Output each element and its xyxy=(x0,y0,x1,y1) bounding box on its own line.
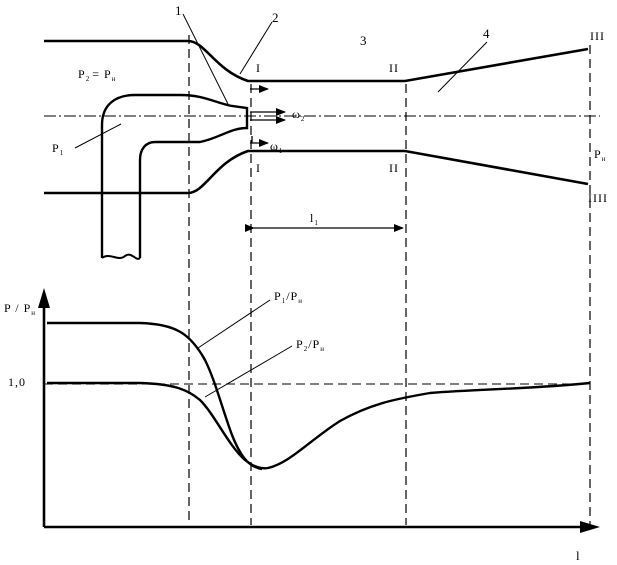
y-axis-arrowhead xyxy=(38,288,50,308)
pressure-curves xyxy=(47,321,591,471)
label-omega1: ω1 xyxy=(270,139,283,155)
section-lines xyxy=(188,35,591,525)
upper-wall xyxy=(44,39,589,83)
y-axis-label: P / Pн xyxy=(4,301,36,317)
label-4: 4 xyxy=(483,26,491,41)
section-II-top: II xyxy=(389,61,399,75)
curve-p1-pn xyxy=(47,321,263,471)
graph-axes xyxy=(42,298,592,529)
section-I-top: I xyxy=(256,61,261,75)
label-unity: 1,0 xyxy=(8,375,26,389)
text-labels: 1 2 3 4 I I II II III IIII P2= Pн P1 Pн … xyxy=(4,3,608,563)
nozzle-pipe xyxy=(100,93,249,260)
x-axis-arrowhead xyxy=(580,521,600,533)
flow-arrows xyxy=(250,85,286,147)
label-3: 3 xyxy=(360,33,368,48)
lower-wall xyxy=(44,149,589,195)
label-curve-p2-pn: P2/Pн xyxy=(296,337,325,353)
section-III-bottom: IIII xyxy=(588,191,608,205)
pipe-bottom-break xyxy=(101,253,141,260)
section-I-bottom: I xyxy=(256,161,261,175)
channel-walls xyxy=(44,39,589,195)
label-curve-p1-pn: P1/Pн xyxy=(274,289,303,305)
curve-p2-pn xyxy=(47,381,591,470)
leader-lines xyxy=(74,13,488,149)
section-III-top: III xyxy=(590,29,605,43)
section-II-bottom: II xyxy=(389,161,399,175)
label-l1: l1 xyxy=(310,211,319,227)
curve-leaders xyxy=(197,299,293,398)
label-p2-eq-pn: P2= Pн xyxy=(78,67,116,83)
x-axis-label: l xyxy=(576,548,581,563)
label-p1: P1 xyxy=(52,141,64,157)
label-1: 1 xyxy=(175,3,183,18)
label-2: 2 xyxy=(272,10,280,25)
label-pn-right: Pн xyxy=(594,147,606,163)
label-omega2: ω2 xyxy=(292,107,305,123)
